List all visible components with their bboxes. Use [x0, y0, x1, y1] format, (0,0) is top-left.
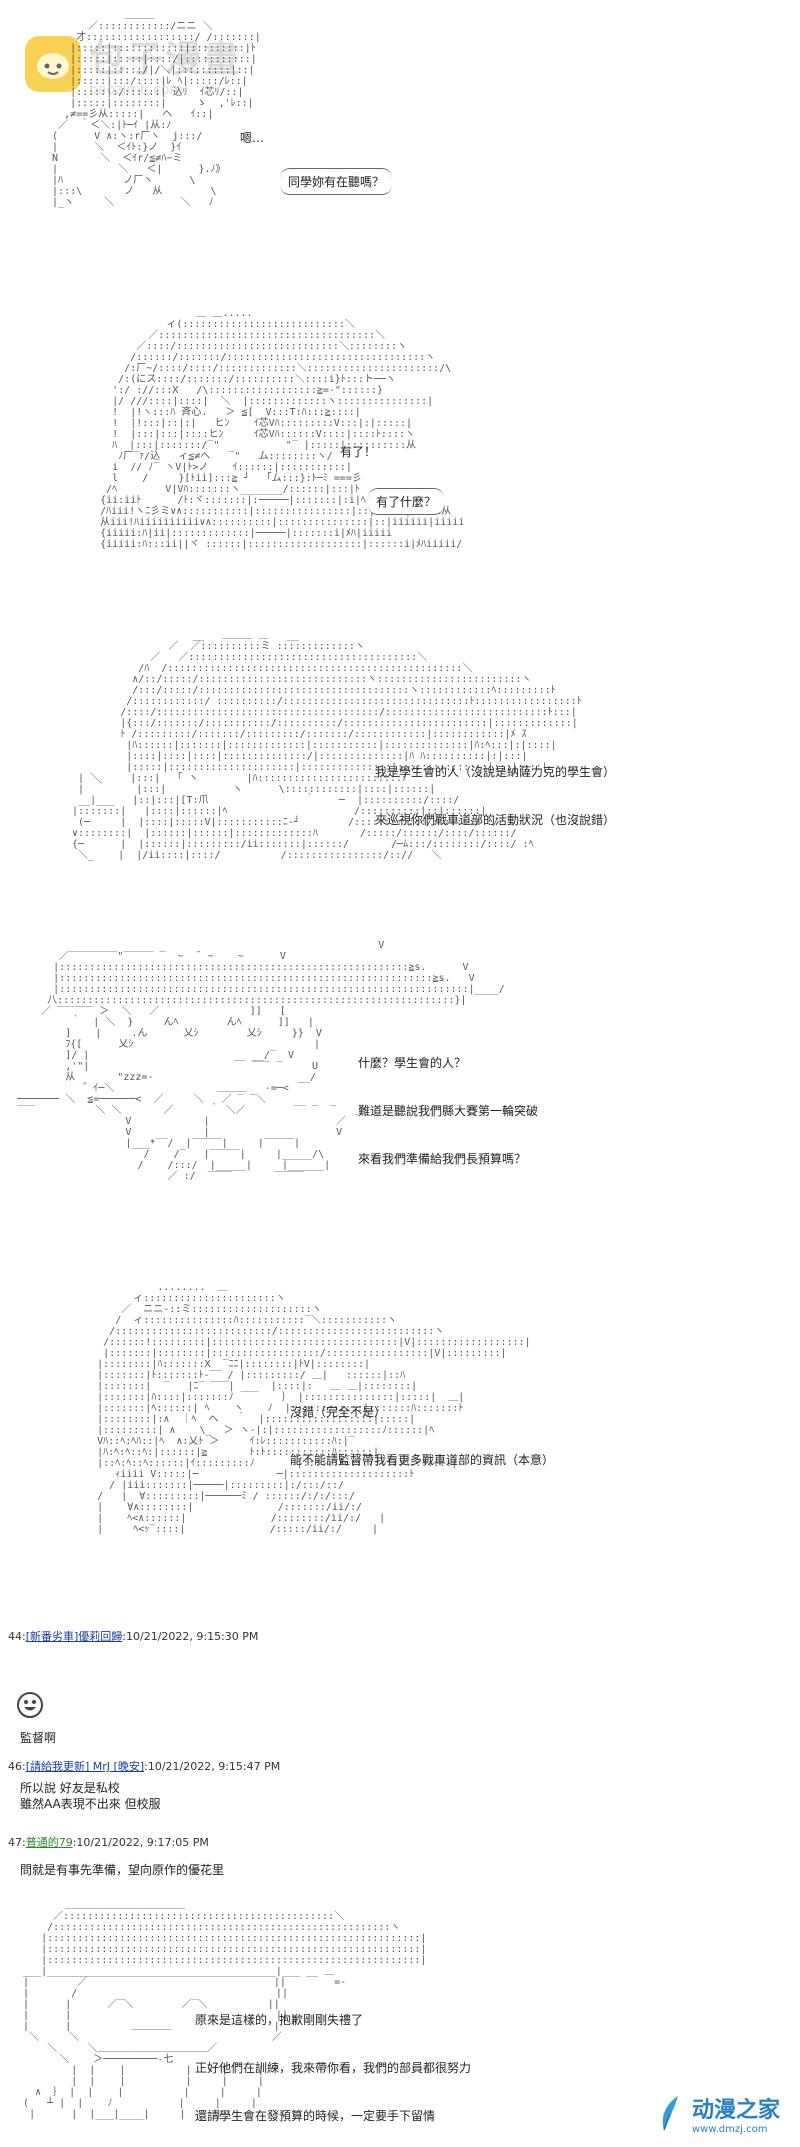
- feather-logo-icon: [662, 2095, 678, 2130]
- watermark-logo: 包子漫畫 baozimh.com: [25, 30, 241, 98]
- scene-6-dialogue: 原來是這樣的，抱歉剛剛失禮了 正好他們在訓練，我來帶你看，我們的部員都很努力 還…: [195, 1990, 471, 2146]
- scene-6-line-2: 正好他們在訓練，我來帶你看，我們的部員都很努力: [195, 2061, 472, 2075]
- scene-6-line-1: 原來是這樣的，抱歉剛剛失禮了: [195, 2013, 364, 2027]
- watermark-bottom-url: www.dmzj.com: [691, 2124, 768, 2135]
- smiley-face-icon: [17, 1692, 43, 1718]
- scene-2-speech-bubble: 有了什麼？: [368, 488, 445, 515]
- poster-name-link[interactable]: [請給我更新] MrJ [晚安]: [25, 1760, 145, 1773]
- post-body-46: 所以說 好友是私校 雖然AA表現不出來 但校服: [20, 1781, 161, 1811]
- scene-4-dialogue: 什麼？學生會的人？ 難道是聽說我們縣大賽第一輪突破 來看我們準備給我們長預算嗎？: [358, 1033, 538, 1189]
- post-number: 46:: [8, 1760, 26, 1773]
- post-header-44: 44:[新番劣車]優莉回歸:10/21/2022, 9:15:30 PM: [8, 1628, 258, 1644]
- post-timestamp: :10/21/2022, 9:15:47 PM: [144, 1760, 281, 1773]
- scene-1-speech-bubble: 同學妳有在聽嗎？: [280, 168, 393, 195]
- scene-5-line-1: 沒錯（完全不是）: [290, 1405, 387, 1419]
- scene-4-line-3: 來看我們準備給我們長預算嗎？: [358, 1152, 527, 1166]
- ascii-art-scene-4: V ／‾‾‾‾‾‾‾‾"‾‾‾‾‾ ‾ ~ ¯ ~ ~ V |:::::::::…: [17, 940, 505, 1182]
- post-header-46: 46:[請給我更新] MrJ [晚安]:10/21/2022, 9:15:47 …: [8, 1758, 280, 1774]
- poster-name-link[interactable]: 普通的79: [25, 1836, 73, 1849]
- watermark-bottom-title: 动漫之家: [691, 2098, 780, 2123]
- watermark-bottom: 动漫之家 www.dmzj.com: [656, 2092, 780, 2135]
- scene-4-line-1: 什麼？學生會的人？: [358, 1056, 467, 1070]
- post-header-47: 47:普通的79:10/21/2022, 9:17:05 PM: [8, 1834, 209, 1850]
- poster-name-link[interactable]: [新番劣車]優莉回歸: [25, 1630, 123, 1643]
- post-timestamp: :10/21/2022, 9:15:30 PM: [122, 1630, 259, 1643]
- scene-3-dialogue: 我是學生會的人（沒說是納薩力克的學生會） 來巡視你們戰車道部的活動狀況（也沒說錯…: [375, 742, 615, 850]
- post-timestamp: :10/21/2022, 9:17:05 PM: [72, 1836, 209, 1849]
- ascii-art-scene-6: ＿＿＿＿＿＿＿＿＿＿＿＿ ／::::::::::::::::::::::::::…: [23, 1900, 427, 2120]
- watermark-url: baozimh.com: [89, 82, 184, 98]
- scene-4-line-2: 難道是聽說我們縣大賽第一輪突破: [358, 1104, 539, 1118]
- ascii-art-scene-3: __ ＿＿＿ ＿ __ ／ ／::::::::::ミ :::::::::::::…: [72, 630, 582, 861]
- scene-2-shout: 有了！: [340, 445, 377, 459]
- ascii-art-scene-1: ＿＿＿ ／::::::::::::/ニニ ＼ 才::::::::::::::::…: [52, 10, 261, 208]
- post-body-47: 問就是有事先準備，望向原作的優花里: [20, 1863, 225, 1877]
- scene-6-line-3: 還請學生會在發預算的時候，一定要手下留情: [195, 2109, 436, 2123]
- watermark-title: 包子漫畫: [89, 39, 242, 80]
- post-body-44: 監督啊: [20, 1731, 57, 1745]
- scene-3-line-2: 來巡視你們戰車道部的活動狀況（也沒說錯）: [375, 813, 616, 827]
- scene-5-dialogue: 沒錯（完全不是） 能不能請監督帶我看更多戰車道部的資訊（本意）: [290, 1382, 554, 1490]
- post-number: 44:: [8, 1630, 26, 1643]
- ascii-art-scene-5: ........ ＿ ィ::::::::::::::::::::::ヽ ／ ニニ…: [97, 1282, 531, 1535]
- scene-3-line-1: 我是學生會的人（沒說是納薩力克的學生會）: [375, 765, 616, 779]
- post-number: 47:: [8, 1836, 26, 1849]
- bun-logo-icon: [25, 36, 81, 92]
- scene-5-line-2: 能不能請監督帶我看更多戰車道部的資訊（本意）: [290, 1453, 555, 1467]
- scene-1-aside: 嗯…: [240, 131, 265, 145]
- ascii-art-scene-2: ＿ ＿..... ィ(:::::::::::::::::::::::::::＼ …: [100, 308, 465, 550]
